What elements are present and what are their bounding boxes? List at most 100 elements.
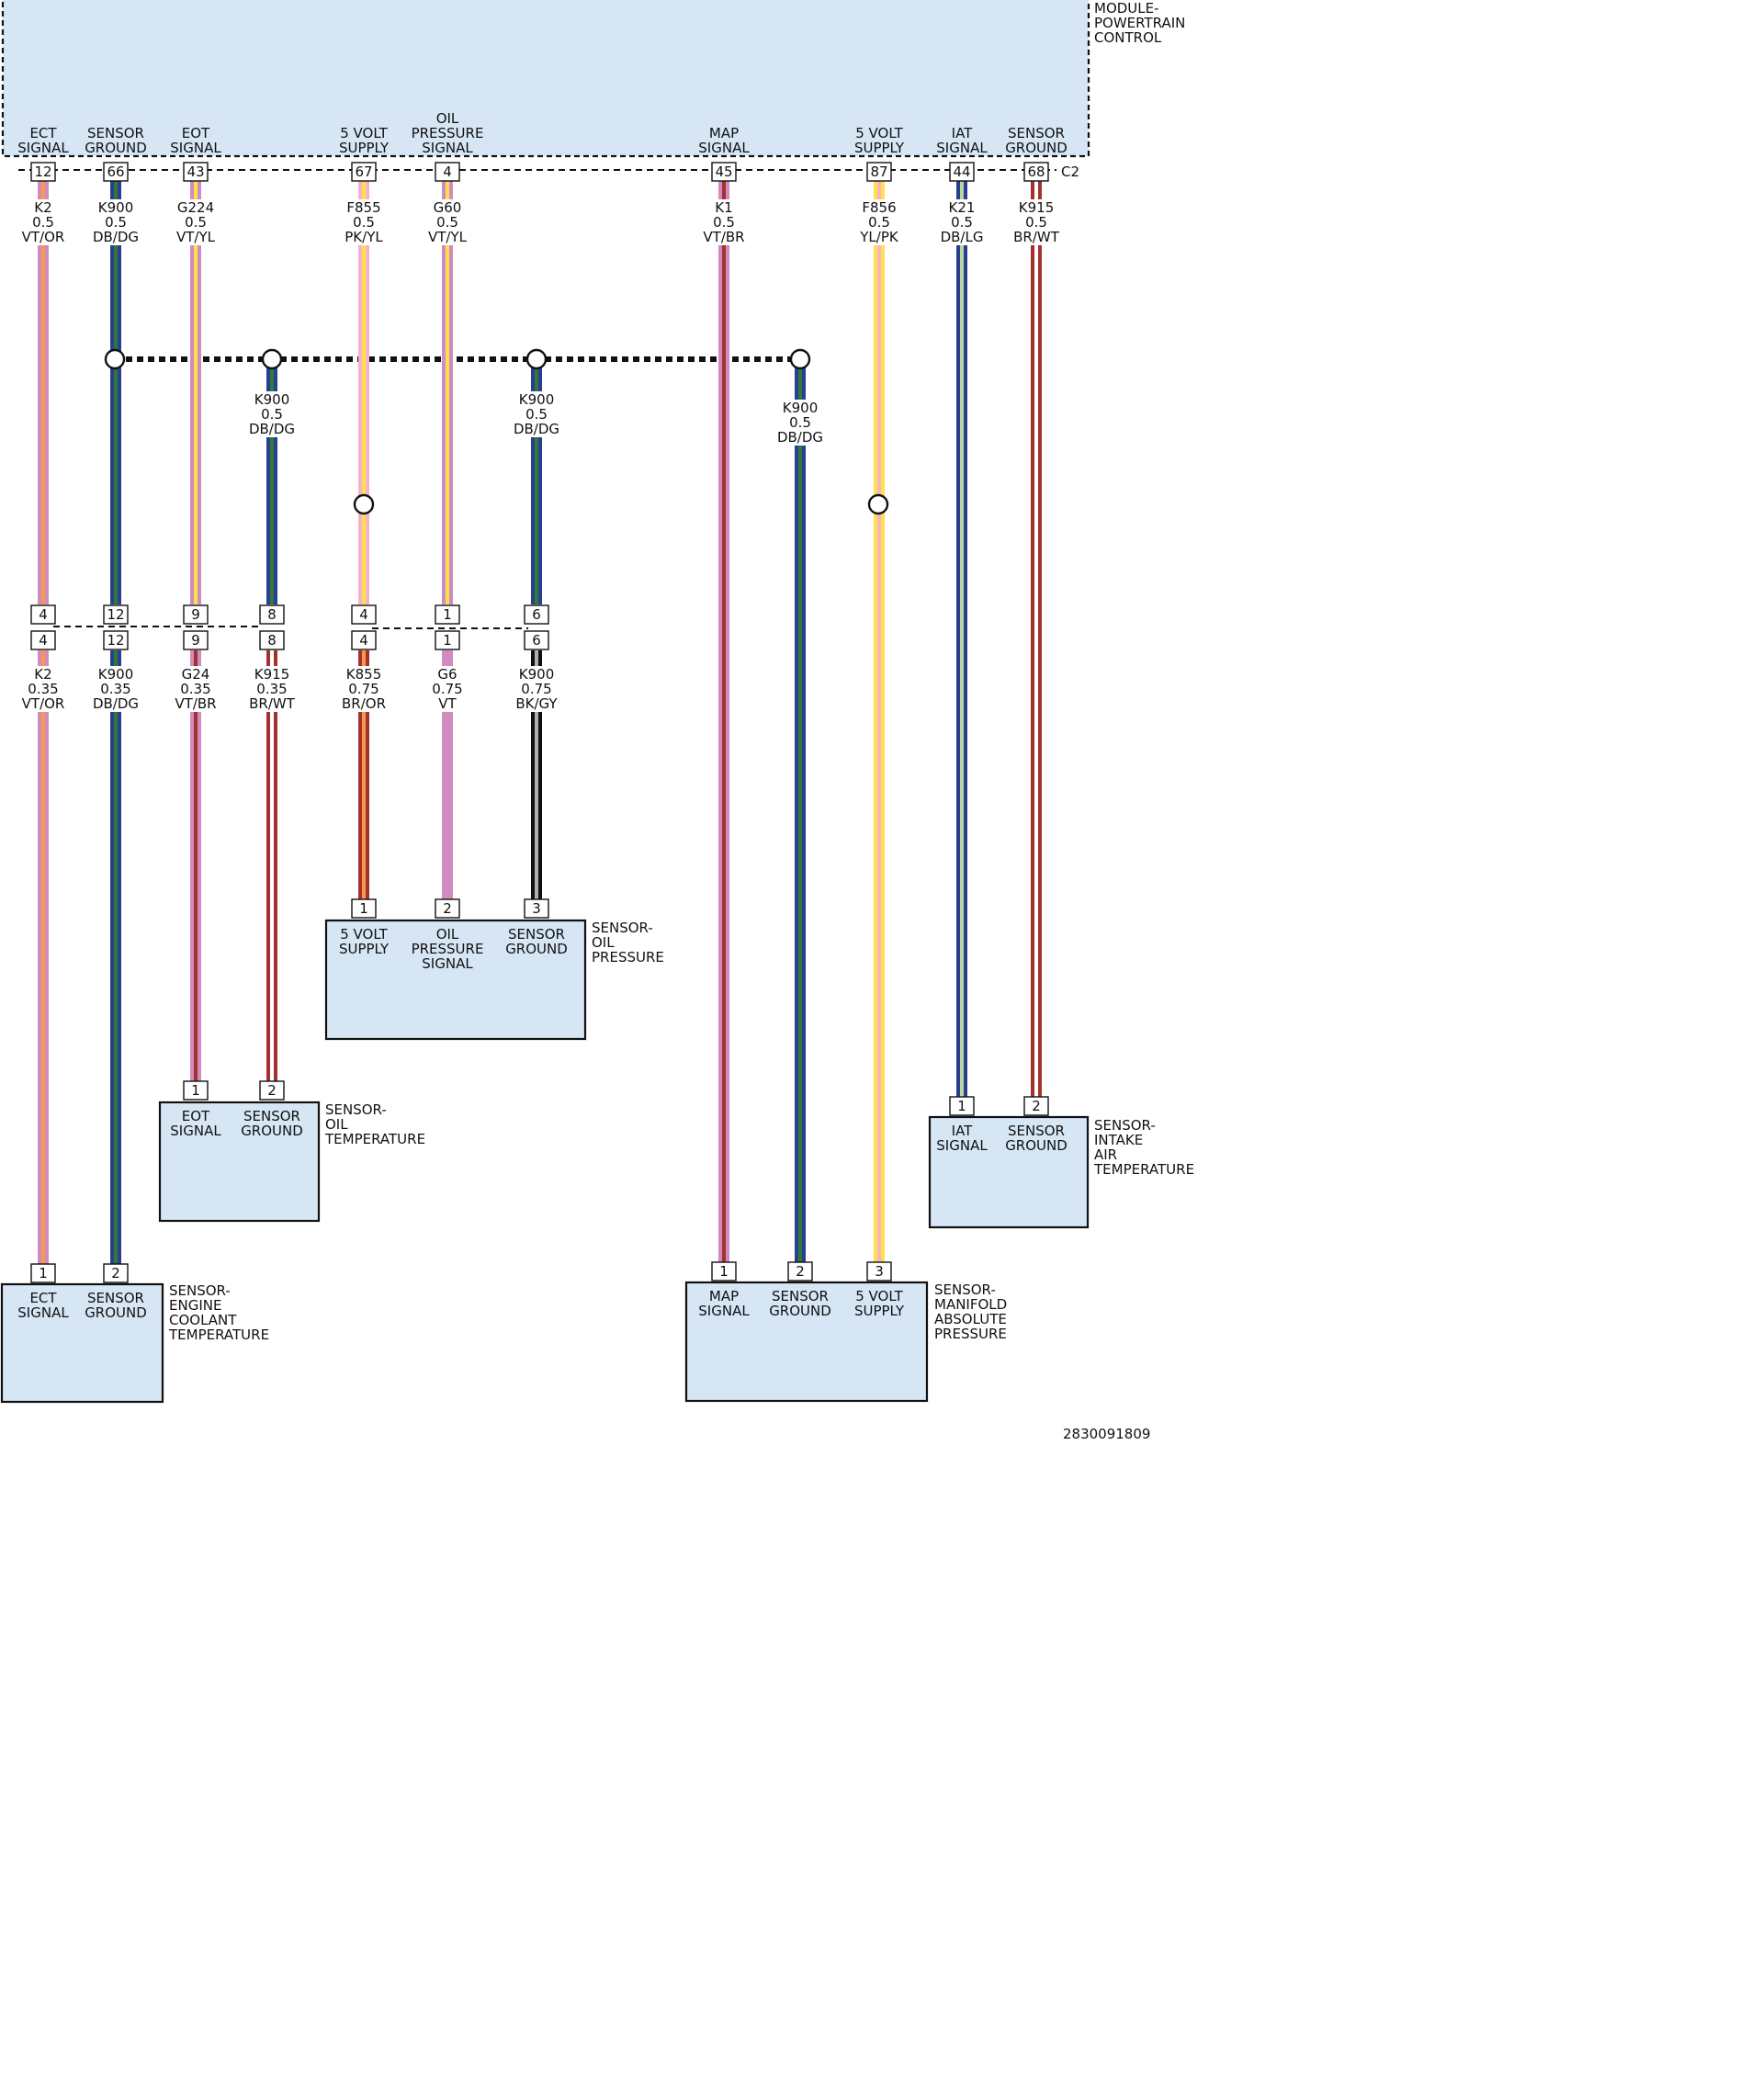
sensor-pin-number: 1 bbox=[719, 1263, 729, 1280]
sensor-pin-number: 3 bbox=[875, 1263, 884, 1280]
pcm-pin-label-4: OIL bbox=[436, 110, 459, 127]
wire-label-ect-signal-1-text: K2 bbox=[34, 199, 51, 216]
wires-layer bbox=[38, 181, 1042, 1264]
pcm-name-line: MODULE- bbox=[1094, 0, 1159, 17]
wire-eot-signal-seg1 bbox=[190, 181, 201, 604]
pcm-pin-87: 87 bbox=[866, 162, 892, 182]
wire-label-map-5v-1-text: 0.5 bbox=[868, 214, 890, 231]
sensor-oilp-pin-label: OIL bbox=[436, 926, 459, 943]
inline-bottom-pin-6: 6 bbox=[524, 630, 549, 650]
wire-label-ect-signal-1: K20.5VT/OR bbox=[8, 199, 78, 245]
pcm-pin-43-number: 43 bbox=[186, 164, 204, 180]
wire-label-oil-5v-1-text: PK/YL bbox=[345, 229, 383, 245]
pcm-pin-67-number: 67 bbox=[355, 164, 372, 180]
wire-map-signal-seg1 bbox=[718, 181, 729, 1262]
sensor-iat-pin-label: GROUND bbox=[1005, 1137, 1068, 1154]
splice-ground-3 bbox=[525, 348, 548, 370]
inline-bottom-pin-2-number: 9 bbox=[191, 632, 200, 649]
sensor-iat-name: SENSOR- bbox=[1094, 1117, 1156, 1134]
sensor-iat-pin-label: IAT bbox=[952, 1123, 974, 1139]
sensor-eot-pin-label: SIGNAL bbox=[170, 1123, 221, 1139]
inline-top-pin-4-number: 4 bbox=[359, 606, 368, 623]
wire-labels-layer: K20.5VT/ORK20.35VT/ORK9000.5DB/DGK9000.3… bbox=[8, 199, 1071, 712]
inline-bottom-pin-1: 12 bbox=[103, 630, 129, 650]
wire-label-ect-signal-2-text: VT/OR bbox=[22, 695, 65, 712]
wire-label-oil-5v-1-text: 0.5 bbox=[353, 214, 375, 231]
wire-label-iat-ground-1-text: BR/WT bbox=[1013, 229, 1060, 245]
sensor-map-pin-label: GROUND bbox=[769, 1303, 831, 1319]
sensor-ect: 1ECTSIGNAL2SENSORGROUNDSENSOR-ENGINECOOL… bbox=[0, 1263, 269, 1404]
pcm-pin-67: 67 bbox=[351, 162, 377, 182]
wire-label-oil-ground-2-text: 0.75 bbox=[521, 681, 551, 697]
sensor-iat-box bbox=[928, 1115, 1090, 1229]
inline-bottom-pin-5-number: 1 bbox=[443, 632, 452, 649]
pcm-pin-68-number: 68 bbox=[1027, 164, 1045, 180]
sensor-eot-pin-1: 1 bbox=[183, 1080, 209, 1101]
sensor-pin-number: 1 bbox=[957, 1098, 966, 1114]
pcm-pin-45-number: 45 bbox=[715, 164, 732, 180]
sensor-eot-name: TEMPERATURE bbox=[324, 1131, 425, 1147]
sensor-eot-pin-label: SENSOR bbox=[243, 1108, 300, 1124]
sensor-ect-name: ENGINE bbox=[169, 1297, 221, 1314]
pcm-pin-44: 44 bbox=[949, 162, 975, 182]
pcm-pin-12: 12 bbox=[30, 162, 56, 182]
wire-label-map-5v-1-text: YL/PK bbox=[859, 229, 899, 245]
sensor-pin-number: 1 bbox=[359, 900, 368, 917]
inline-bottom-pin-4-number: 4 bbox=[359, 632, 368, 649]
pcm-pin-label-43: SIGNAL bbox=[170, 140, 221, 156]
splice-ground-2 bbox=[261, 348, 283, 370]
pcm-pin-4-number: 4 bbox=[443, 164, 452, 180]
sensor-pin-number: 3 bbox=[532, 900, 541, 917]
sensor-oilp-pin-label: GROUND bbox=[505, 941, 568, 957]
sensor-ect-pin-label: SENSOR bbox=[87, 1290, 144, 1306]
sensor-pin-number: 2 bbox=[1032, 1098, 1041, 1114]
pcm-pin-label-45: MAP bbox=[709, 125, 739, 141]
wire-label-iat-ground-1-text: K915 bbox=[1019, 199, 1054, 216]
wire-label-eot-ground-2-text: 0.35 bbox=[256, 681, 287, 697]
sensor-oilp-pin-label: SIGNAL bbox=[422, 955, 473, 972]
wire-label-oil-ground-2-text: BK/GY bbox=[515, 695, 558, 712]
sensor-eot-pin-label: GROUND bbox=[241, 1123, 303, 1139]
sensor-oilp-pin-2: 2 bbox=[435, 898, 460, 919]
sensor-pin-number: 2 bbox=[796, 1263, 805, 1280]
wire-label-map-signal-1-text: VT/BR bbox=[703, 229, 744, 245]
wire-label-eot-ground-2-text: K915 bbox=[254, 666, 289, 683]
wire-label-oil-signal-1-text: 0.5 bbox=[436, 214, 458, 231]
wire-iat-signal-seg1 bbox=[956, 181, 967, 1097]
wire-label-ect-signal-1-text: VT/OR bbox=[22, 229, 65, 245]
pcm-pin-87-number: 87 bbox=[870, 164, 887, 180]
pcm-pin-label-4: SIGNAL bbox=[422, 140, 473, 156]
sensor-oilp: 15 VOLTSUPPLY2OILPRESSURESIGNAL3SENSORGR… bbox=[324, 898, 664, 1041]
sensor-iat-name: INTAKE bbox=[1094, 1132, 1143, 1148]
inline-top-pin-2: 9 bbox=[183, 604, 209, 625]
sensor-oilp-name: OIL bbox=[592, 934, 615, 951]
inline-top-pin-3-number: 8 bbox=[267, 606, 277, 623]
sensor-eot-box bbox=[158, 1101, 321, 1223]
sensor-map-name: PRESSURE bbox=[934, 1326, 1007, 1342]
pcm-pin-label-68: SENSOR bbox=[1008, 125, 1065, 141]
wire-label-iat-signal-1-text: 0.5 bbox=[951, 214, 973, 231]
sensor-iat-pin-2: 2 bbox=[1023, 1096, 1049, 1116]
pcm-pin-label-67: 5 VOLT bbox=[340, 125, 388, 141]
wire-oil-5v-seg2 bbox=[358, 650, 369, 900]
wire-iat-ground-seg1 bbox=[1031, 181, 1042, 1097]
inline-bottom-pin-3: 8 bbox=[259, 630, 285, 650]
image-id: 2830091809 bbox=[1063, 1426, 1150, 1440]
splice-5v-oil bbox=[353, 493, 375, 515]
sensor-eot-name: SENSOR- bbox=[325, 1101, 387, 1118]
pcm-pin-label-66: SENSOR bbox=[87, 125, 144, 141]
wire-label-oil-5v-1-text: F855 bbox=[346, 199, 380, 216]
pcm-pin-68: 68 bbox=[1023, 162, 1049, 182]
pcm-name-line: POWERTRAIN bbox=[1094, 15, 1185, 31]
wire-oil-signal-seg1 bbox=[442, 181, 453, 604]
wire-label-eot-ground-1-text: 0.5 bbox=[261, 406, 283, 423]
sensor-pin-number: 1 bbox=[39, 1265, 48, 1281]
wire-ect-ground-seg1 bbox=[110, 181, 121, 604]
